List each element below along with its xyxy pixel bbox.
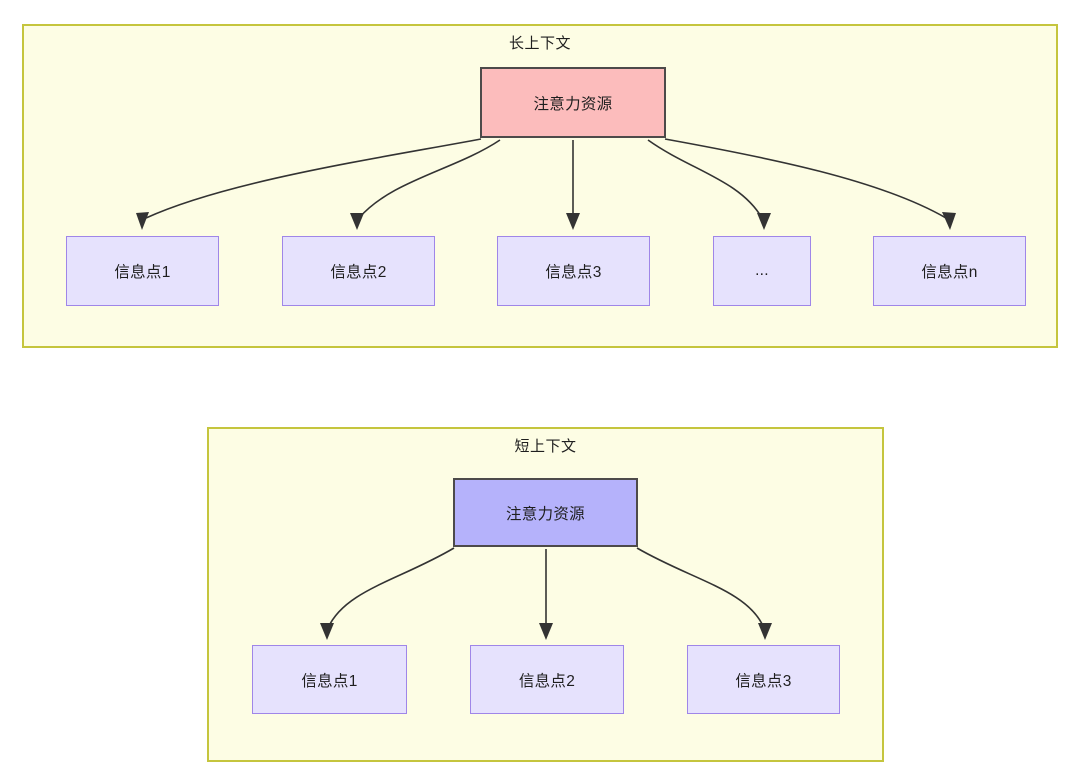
node-long-context-info-point-3[interactable]: 信息点3 (497, 236, 650, 306)
node-short-context-info-point-1[interactable]: 信息点1 (252, 645, 407, 714)
node-long-context-info-point-n[interactable]: 信息点n (873, 236, 1026, 306)
node-short-context-info-point-2[interactable]: 信息点2 (470, 645, 624, 714)
node-long-context-info-point-2[interactable]: 信息点2 (282, 236, 435, 306)
panel-short-context-title: 短上下文 (514, 438, 577, 455)
node-long-context-attention-resource[interactable]: 注意力资源 (480, 67, 666, 138)
node-long-context-info-point-1[interactable]: 信息点1 (66, 236, 219, 306)
node-short-context-info-point-3[interactable]: 信息点3 (687, 645, 840, 714)
node-short-context-attention-resource[interactable]: 注意力资源 (453, 478, 638, 547)
panel-long-context-title: 长上下文 (508, 35, 571, 52)
node-long-context-info-point-ellipsis[interactable]: ... (713, 236, 811, 306)
